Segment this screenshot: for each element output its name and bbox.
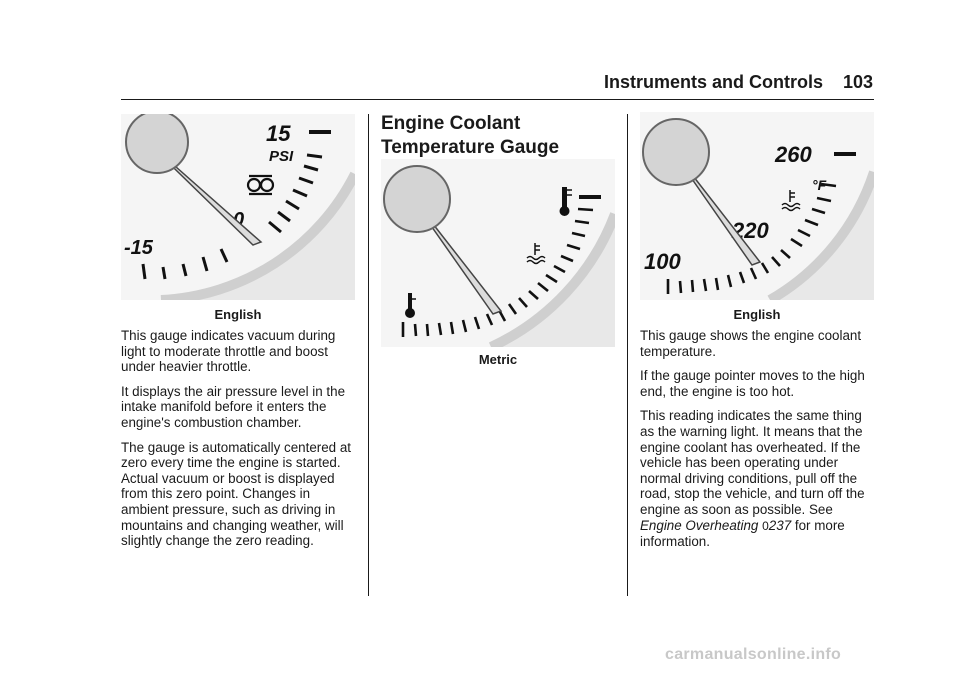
turbo-boost-icon [246,174,275,196]
metric-ticks [401,195,601,337]
boost-gauge-caption: English [214,307,262,322]
coolant-gauge-text: This gauge shows the engine coolant temp… [640,328,878,559]
header-rule [121,99,874,100]
thermometer-hot-icon [559,187,572,216]
paragraph-text: This reading indicates the same thing as… [640,408,865,517]
boost-max-label: 15 [266,121,291,146]
boost-zero-label: 0 [233,209,244,231]
paragraph: If the gauge pointer moves to the high e… [640,368,865,399]
boost-gauge-text: This gauge indicates vacuum during light… [121,328,361,558]
temp-min-label: 100 [644,249,681,274]
thermometer-cold-icon [405,293,416,318]
english-gauge-svg: 260 °F 220 100 [640,112,874,300]
boost-ticks [141,130,331,280]
paragraph: This gauge indicates vacuum during light… [121,328,336,375]
metric-gauge-caption: Metric [478,352,518,367]
coolant-gauge-metric-illustration [381,159,615,347]
warning-paragraph: This reading indicates the same thing as… [640,408,878,549]
coolant-gauge-english-illustration: 260 °F 220 100 [640,112,874,300]
column-divider-right [627,114,628,596]
metric-gauge-svg [381,159,615,347]
boost-min-label: -15 [124,237,154,259]
page-number: 103 [843,72,874,92]
boost-gauge-svg: 15 PSI 0 -15 [121,114,355,300]
section-title: Engine Coolant Temperature Gauge [381,113,560,158]
paragraph: This gauge shows the engine coolant temp… [640,328,862,359]
site-watermark: carmanualsonline.info [665,646,842,663]
english-needle [642,118,762,266]
temp-max-label: 260 [774,142,812,167]
boost-gauge-illustration: 15 PSI 0 -15 [121,114,355,300]
coolant-temperature-icon [526,243,546,265]
paragraph: It displays the air pressure level in th… [121,383,346,430]
cross-reference-icon: 0 [762,518,769,533]
cross-reference-page[interactable]: 237 [768,517,792,533]
boost-unit-label: PSI [269,148,294,165]
cross-reference-link[interactable]: Engine Overheating [640,517,759,533]
paragraph: The gauge is automatically centered at z… [121,439,352,549]
english-ticks [666,152,856,294]
english-gauge-caption: English [733,307,781,322]
boost-needle [125,114,263,246]
metric-needle [383,165,503,315]
section-header: Instruments and Controls [604,72,824,92]
paragraph-tail: for more information. [640,517,845,550]
coolant-temperature-icon [781,190,801,212]
column-divider-left [368,114,369,596]
temp-unit-label: °F [812,177,827,193]
